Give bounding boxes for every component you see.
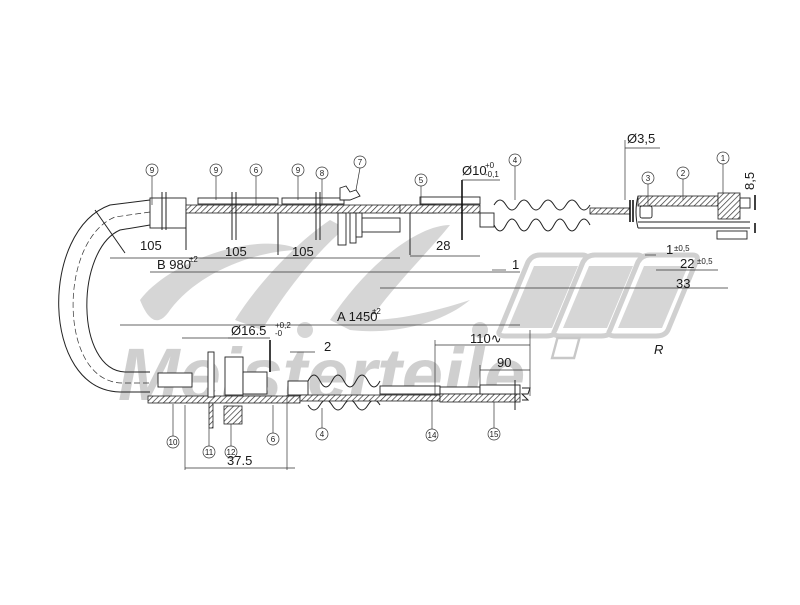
svg-text:9: 9 <box>150 166 155 175</box>
callout-8: 8 <box>315 166 329 180</box>
dim-110: 110∿ <box>470 331 502 346</box>
dim-dia-16-5: Ø16.5 <box>231 323 266 338</box>
dim-28: 28 <box>436 238 450 253</box>
dim-8-5: 8,5 <box>742 172 757 190</box>
dim-22-tol: ±0,5 <box>697 257 713 266</box>
callout-6: 6 <box>249 163 263 177</box>
dim-b980-tol: ±2 <box>189 255 198 264</box>
callout-5: 5 <box>414 173 428 187</box>
top-callouts: 9 9 6 9 8 7 5 4 3 2 1 <box>145 151 730 206</box>
svg-text:9: 9 <box>214 166 219 175</box>
callout-2: 2 <box>676 166 690 180</box>
top-dimensions: 105 105 105 B 980 ±2 28 1 Ø10 +0 -0,1 Ø3… <box>110 131 757 326</box>
dim-1-tol-value: ±0,5 <box>674 244 690 253</box>
svg-text:5: 5 <box>419 176 424 185</box>
callout-15: 15 <box>487 427 501 441</box>
watermark: Meisterteile R <box>118 220 700 416</box>
dim-a1450-tol: ±2 <box>372 307 381 316</box>
svg-text:4: 4 <box>513 156 518 165</box>
callout-10: 10 <box>166 435 180 449</box>
svg-text:10: 10 <box>169 438 178 447</box>
bottom-dimensions: Ø16.5 +0,2 -0 2 110∿ 90 37.5 <box>182 321 531 470</box>
bottom-cable-assembly <box>147 351 531 429</box>
callout-11: 11 <box>202 445 216 459</box>
dim-dia-10-tol-lower: -0,1 <box>485 170 499 179</box>
dim-2: 2 <box>324 339 331 354</box>
callout-14: 14 <box>425 428 439 442</box>
dim-22: 22 <box>680 256 694 271</box>
dim-105-b: 105 <box>225 244 247 259</box>
dim-33: 33 <box>676 276 690 291</box>
callout-12: 12 <box>224 445 238 459</box>
svg-text:3: 3 <box>646 174 651 183</box>
callout-1: 1 <box>716 151 730 165</box>
dim-dia-3-5: Ø3,5 <box>627 131 655 146</box>
callout-9a: 9 <box>145 163 159 177</box>
svg-text:8: 8 <box>320 169 325 178</box>
svg-text:6: 6 <box>271 435 276 444</box>
dim-a1450: A 1450 <box>337 309 378 324</box>
svg-text:6: 6 <box>254 166 259 175</box>
svg-text:9: 9 <box>296 166 301 175</box>
dim-105-c: 105 <box>292 244 314 259</box>
dim-dia-10: Ø10 <box>462 163 487 178</box>
dim-1-tol: 1 <box>666 242 673 257</box>
svg-text:2: 2 <box>681 169 686 178</box>
callout-3: 3 <box>641 171 655 185</box>
dim-1: 1 <box>512 257 519 272</box>
svg-text:12: 12 <box>227 448 236 457</box>
callout-9b: 9 <box>209 163 223 177</box>
dim-37-5: 37.5 <box>227 453 252 468</box>
svg-text:4: 4 <box>320 430 325 439</box>
svg-text:11: 11 <box>205 448 214 457</box>
dim-105-a: 105 <box>140 238 162 253</box>
dim-dia-16-5-tol-lower: -0 <box>275 329 283 338</box>
svg-text:15: 15 <box>490 430 499 439</box>
callout-7: 7 <box>353 155 367 169</box>
registered-mark: R <box>654 342 663 357</box>
dim-dia-10-tol-upper: +0 <box>485 161 495 170</box>
callout-9c: 9 <box>291 163 305 177</box>
dim-dia-16-5-tol-upper: +0,2 <box>275 321 291 330</box>
dim-b980: B 980 <box>157 257 191 272</box>
callout-4: 4 <box>508 153 522 167</box>
callout-4b: 4 <box>315 427 329 441</box>
callout-6b: 6 <box>266 432 280 446</box>
dim-90: 90 <box>497 355 511 370</box>
svg-text:14: 14 <box>428 431 437 440</box>
top-cable-assembly <box>58 185 756 393</box>
svg-text:1: 1 <box>721 154 726 163</box>
bottom-callouts: 10 11 12 6 4 14 15 <box>166 400 501 459</box>
svg-text:7: 7 <box>358 158 363 167</box>
